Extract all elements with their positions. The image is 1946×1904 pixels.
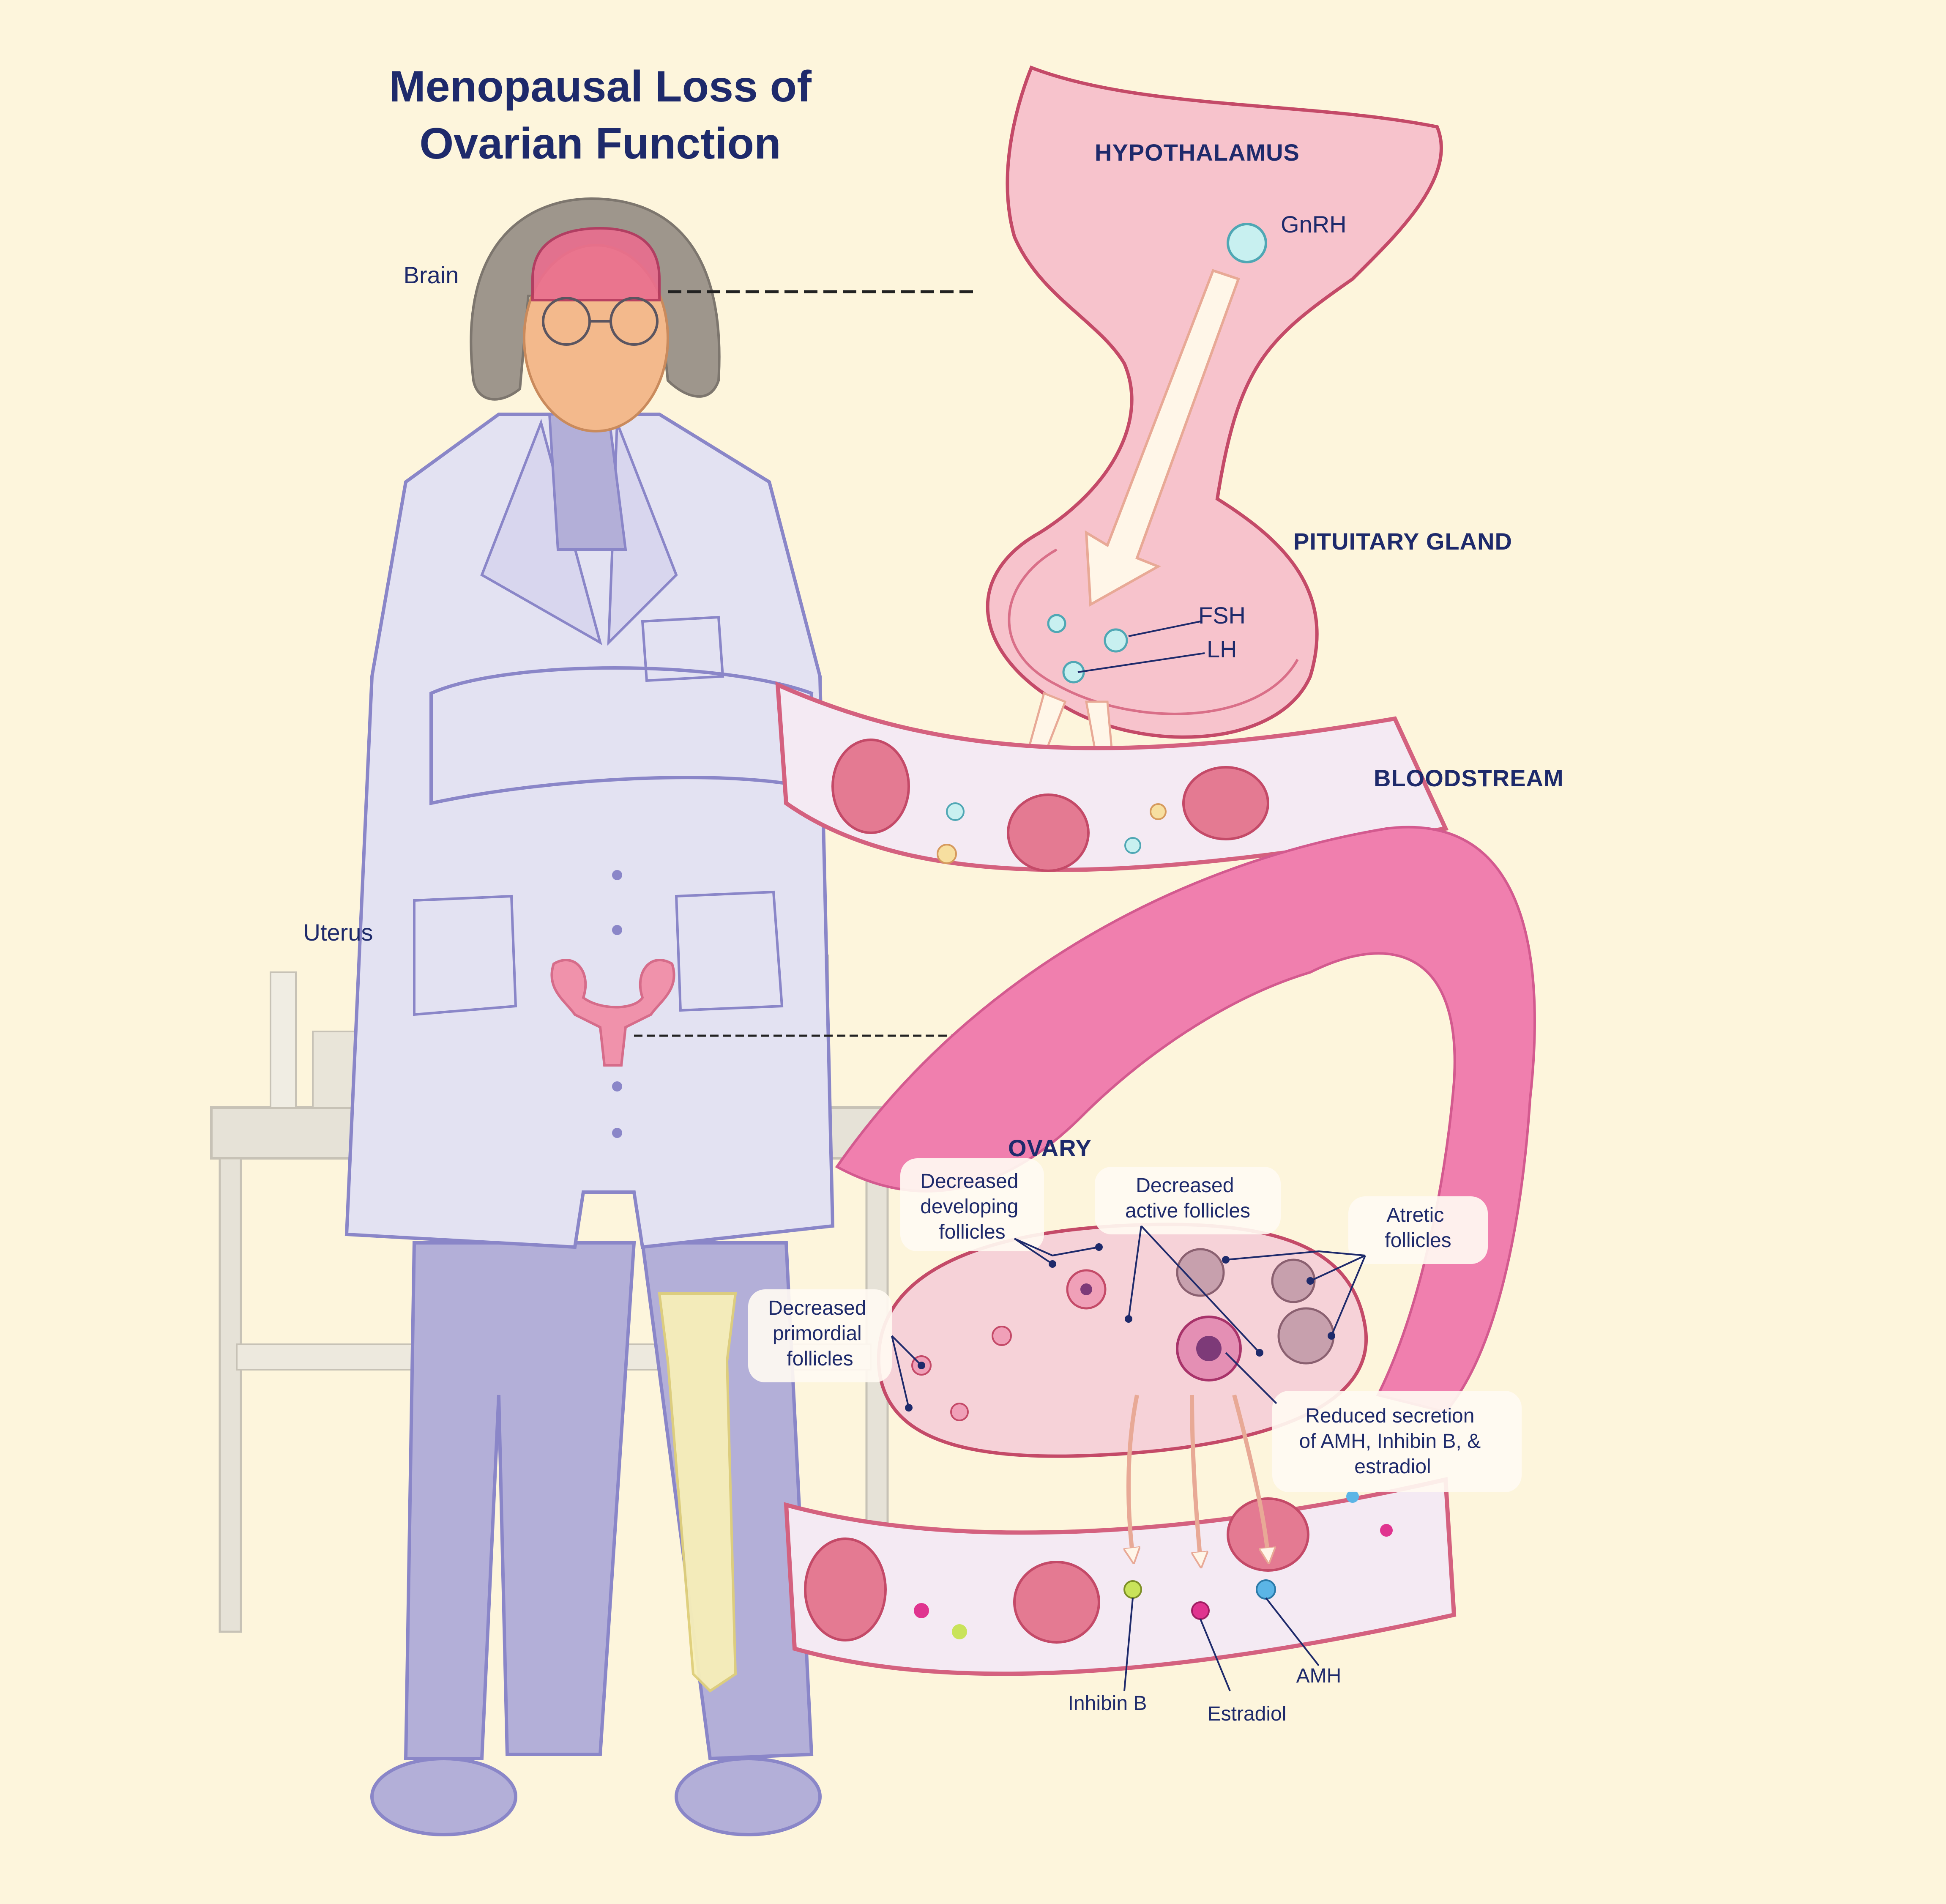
title-line-2: Ovarian Function [419,119,781,168]
estradiol-label: Estradiol [1208,1703,1287,1725]
callout-active: Decreased active follicles [1125,1174,1250,1222]
leader-lines [891,621,1366,1691]
callout-developing: Decreased developing follicles [920,1170,1024,1243]
brain-illustration [531,227,661,301]
upper-blood-vessel [775,681,1449,872]
uterus-label: Uterus [303,919,373,946]
fallopian-tube [835,826,1536,1414]
fsh-vesicle [1104,628,1128,653]
amh-label: AMH [1296,1665,1342,1687]
title-line-1: Menopausal Loss of [389,62,812,111]
gnrh-label: GnRH [1281,211,1347,238]
pituitary-heading: PITUITARY GLAND [1293,528,1512,555]
amh-dot [1256,1579,1276,1600]
lh-label: LH [1207,636,1237,662]
scientist-figure [344,197,835,1836]
brain-label: Brain [404,262,459,288]
callout-box-secretion [1272,1391,1522,1492]
uterus-illustration [550,959,675,1067]
callout-box-atretic [1348,1196,1488,1264]
callout-box-primordial [748,1289,892,1382]
callout-primordial: Decreased primordial follicles [768,1297,872,1370]
hypothalamus-pituitary-illustration [986,65,1443,831]
inhibin-b-dot [1123,1580,1142,1599]
inhibin-b-label: Inhibin B [1068,1692,1147,1715]
lower-blood-vessel [784,1394,1457,1676]
callout-atretic: Atretic follicles [1385,1204,1451,1252]
hypothalamus-heading: HYPOTHALAMUS [1095,139,1300,166]
bloodstream-heading: BLOODSTREAM [1374,765,1564,791]
tibia-bone-illustration [658,1292,737,1693]
gnrh-to-pituitary-arrow [1085,269,1240,607]
fsh-label: FSH [1198,602,1246,629]
ovary-heading: OVARY [1008,1135,1092,1161]
callout-secretion: Reduced secretion of AMH, Inhibin B, & e… [1299,1405,1487,1478]
lh-vesicle [1062,661,1085,684]
gnrh-vesicle [1227,223,1267,263]
estradiol-dot [1191,1601,1210,1620]
callout-box-developing [900,1158,1044,1251]
callout-box-active [1095,1167,1281,1234]
